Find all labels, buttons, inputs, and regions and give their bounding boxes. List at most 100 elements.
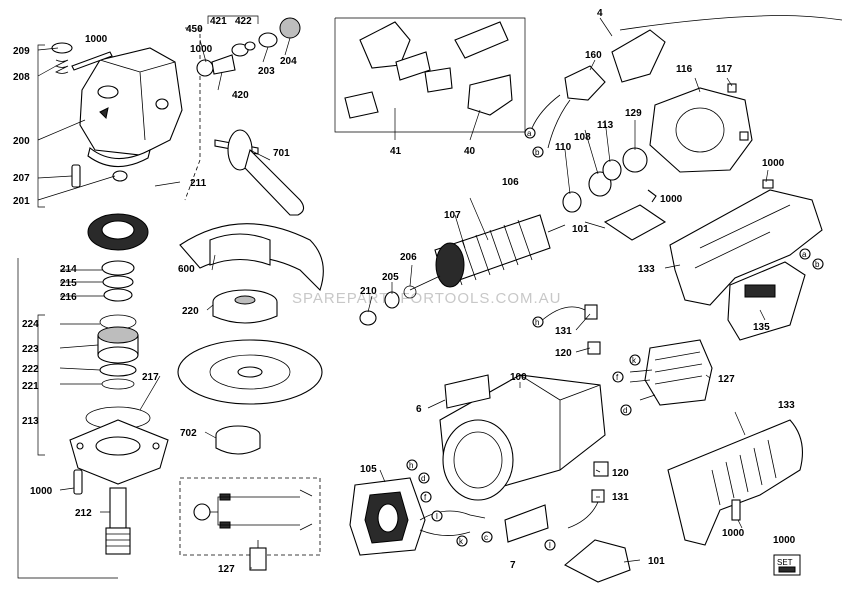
armature-shaft	[409, 224, 566, 291]
bearing-205	[384, 291, 400, 309]
label-208: 208	[13, 72, 30, 83]
connector-h-capacitor: h	[532, 316, 544, 328]
label-100: 100	[510, 372, 527, 383]
label-135: 135	[753, 322, 770, 333]
label-131-top: 131	[555, 326, 572, 337]
pin-117b	[739, 131, 749, 141]
label-702: 702	[180, 428, 197, 439]
brush-cover-101b	[564, 539, 631, 583]
capacitor-131a	[584, 304, 598, 320]
spring-208	[55, 59, 69, 74]
label-216: 216	[60, 292, 77, 303]
connector-a-cable: a	[524, 127, 536, 139]
label-422: 422	[235, 16, 252, 27]
schematic-box	[179, 477, 321, 556]
label-222: 222	[22, 364, 39, 375]
label-215: 215	[60, 278, 77, 289]
label-117: 117	[716, 64, 733, 75]
armature-fan-107	[435, 242, 465, 288]
label-223: 223	[22, 344, 39, 355]
label-1000-flange: 1000	[30, 486, 53, 497]
grinding-disc-inner	[209, 354, 291, 390]
bracket-spindle	[17, 258, 118, 579]
svg-text:d: d	[421, 474, 425, 483]
screw-1000-rear	[731, 499, 741, 521]
switch-135	[727, 261, 806, 341]
switch-135-button	[744, 284, 776, 298]
lock-button	[51, 42, 73, 54]
label-120-bottom: 120	[612, 468, 629, 479]
label-207: 207	[13, 173, 30, 184]
ring-113	[602, 159, 622, 181]
ring-215	[102, 275, 134, 289]
bevel-gear-hub	[101, 220, 135, 240]
label-213: 213	[22, 416, 39, 427]
label-701: 701	[273, 148, 290, 159]
connector-d-coil: d	[418, 472, 430, 484]
bearing-110	[562, 191, 582, 213]
label-133-bottom: 133	[778, 400, 795, 411]
housing-skirt	[87, 147, 151, 168]
bearing-223-bottom	[97, 346, 139, 364]
switch-lever	[454, 21, 509, 59]
motor-housing-edges	[519, 374, 601, 470]
connector-b-switch: b	[812, 258, 824, 270]
connector-c-coil: c	[481, 531, 493, 543]
gear-housing	[79, 47, 183, 156]
label-221: 221	[22, 381, 39, 392]
rear-handle-133b	[667, 419, 803, 546]
handle-housing-133a	[669, 189, 823, 306]
clip-120a	[587, 341, 601, 355]
label-1000-pinion: 1000	[190, 44, 213, 55]
screw-1000-handle	[762, 179, 774, 189]
label-101-bottom: 101	[648, 556, 665, 567]
label-209: 209	[13, 46, 30, 57]
label-6: 6	[416, 404, 422, 415]
watermark: SPAREPARTSFORTOOLS.COM.AU	[292, 290, 562, 307]
connector-l-coil: l	[431, 510, 443, 522]
circlip-221	[101, 378, 135, 390]
svg-text:k: k	[632, 356, 637, 365]
bearing-223	[97, 326, 139, 344]
schematic-motor	[193, 503, 211, 521]
leader-lines	[37, 17, 769, 569]
switch-actuator	[395, 51, 431, 81]
cable-clamp-160	[564, 65, 606, 101]
capacitor-131a-lead	[539, 306, 586, 323]
label-203: 203	[258, 66, 275, 77]
svg-text:h: h	[409, 461, 413, 470]
ring-203	[258, 32, 278, 48]
bracket-bearing	[37, 314, 45, 456]
housing-lock-hole	[155, 98, 169, 110]
inner-flange-bore	[234, 295, 256, 305]
bearing-129	[622, 147, 648, 173]
pin-207	[71, 164, 81, 188]
label-41: 41	[390, 146, 402, 157]
clip-120b	[593, 461, 609, 477]
washer-422	[244, 41, 256, 51]
svg-text:a: a	[527, 129, 532, 138]
label-204: 204	[280, 56, 297, 67]
flange-hole-1	[76, 442, 84, 450]
drive-pinion-420	[211, 54, 236, 75]
label-116: 116	[676, 64, 693, 75]
connector-k-module: k	[629, 354, 641, 366]
motor-cap-bore	[675, 107, 725, 153]
label-206: 206	[400, 252, 417, 263]
connector-a-switch: a	[799, 248, 811, 260]
label-1000-rear: 1000	[722, 528, 745, 539]
label-600: 600	[178, 264, 195, 275]
svg-text:f: f	[424, 493, 427, 502]
set-badge-bar	[778, 566, 796, 573]
flange-bore	[95, 436, 141, 456]
connector-f-module: f	[612, 371, 624, 383]
svg-text:h: h	[535, 318, 539, 327]
bracket-gearhead	[37, 44, 45, 208]
side-handle-701	[244, 148, 305, 216]
field-coil-bore	[377, 503, 399, 533]
label-113: 113	[597, 120, 614, 131]
connector-d-module: d	[620, 404, 632, 416]
pinion-1000	[196, 59, 214, 77]
gear-housing-edges	[99, 59, 176, 141]
svg-text:b: b	[535, 148, 540, 157]
